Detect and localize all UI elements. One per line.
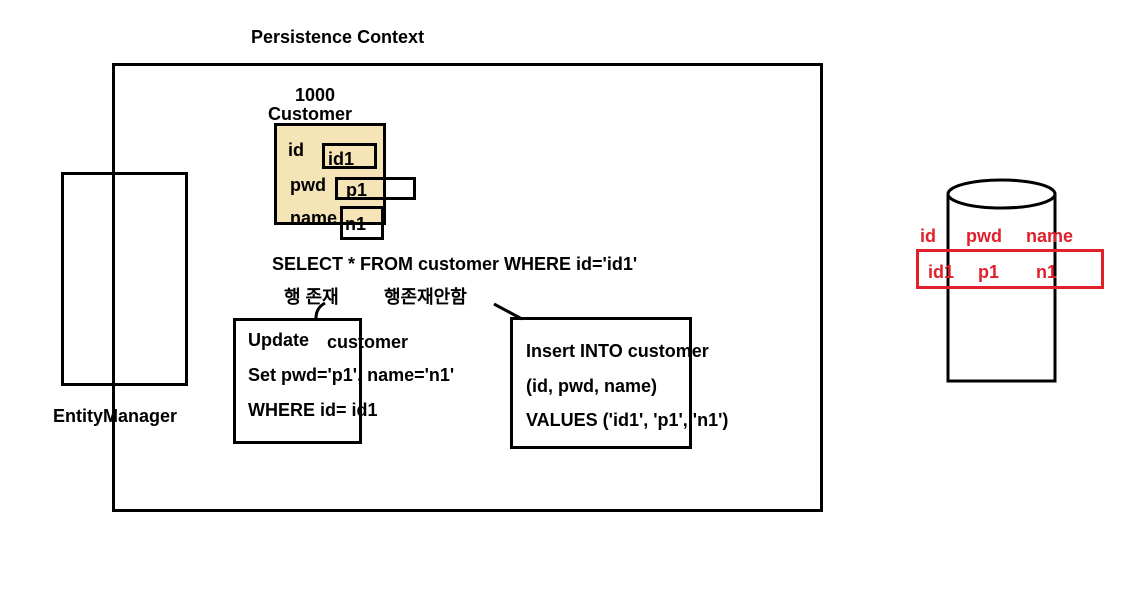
field-name-name: name [290,208,338,228]
update-set-clause: Set pwd='p1', name='n1' [248,365,455,385]
persistence-context-box [112,63,823,512]
field-name-pwd: pwd [290,175,326,195]
db-row-name: n1 [1036,262,1058,282]
field-value-name: n1 [345,214,367,234]
exists-connector [314,301,326,319]
entity-class-name: Customer [268,104,353,124]
field-value-pwd: p1 [346,180,368,200]
not-exists-connector [493,302,523,321]
db-row-box [916,249,1104,289]
branch-not-exists-label: 행존재안함 [384,287,467,307]
db-header-pwd: pwd [966,226,1002,246]
update-keyword: Update [248,330,310,350]
persistence-context-title: Persistence Context [251,27,425,47]
select-query: SELECT * FROM customer WHERE id='id1' [272,254,638,274]
db-row-pwd: p1 [978,262,1000,282]
entity-id-number: 1000 [295,85,336,105]
insert-line-2: (id, pwd, name) [526,376,658,396]
field-value-box-id [322,143,377,169]
db-header-id: id [920,226,936,246]
update-where-clause: WHERE id= id1 [248,400,378,420]
entity-manager-box [61,172,188,386]
field-value-box-name [340,206,384,240]
branch-exists-label: 행 존재 [284,287,339,307]
update-query-box [233,318,362,444]
db-header-name: name [1026,226,1074,246]
insert-line-3: VALUES ('id1', 'p1', 'n1') [526,410,729,430]
field-value-id: id1 [328,149,355,169]
entity-manager-label: EntityManager [53,406,178,426]
db-row-id: id1 [928,262,955,282]
insert-line-1: Insert INTO customer [526,341,709,361]
field-name-id: id [288,140,304,160]
update-table: customer [327,332,409,352]
insert-query-box [510,317,692,449]
field-value-box-pwd [335,177,416,200]
